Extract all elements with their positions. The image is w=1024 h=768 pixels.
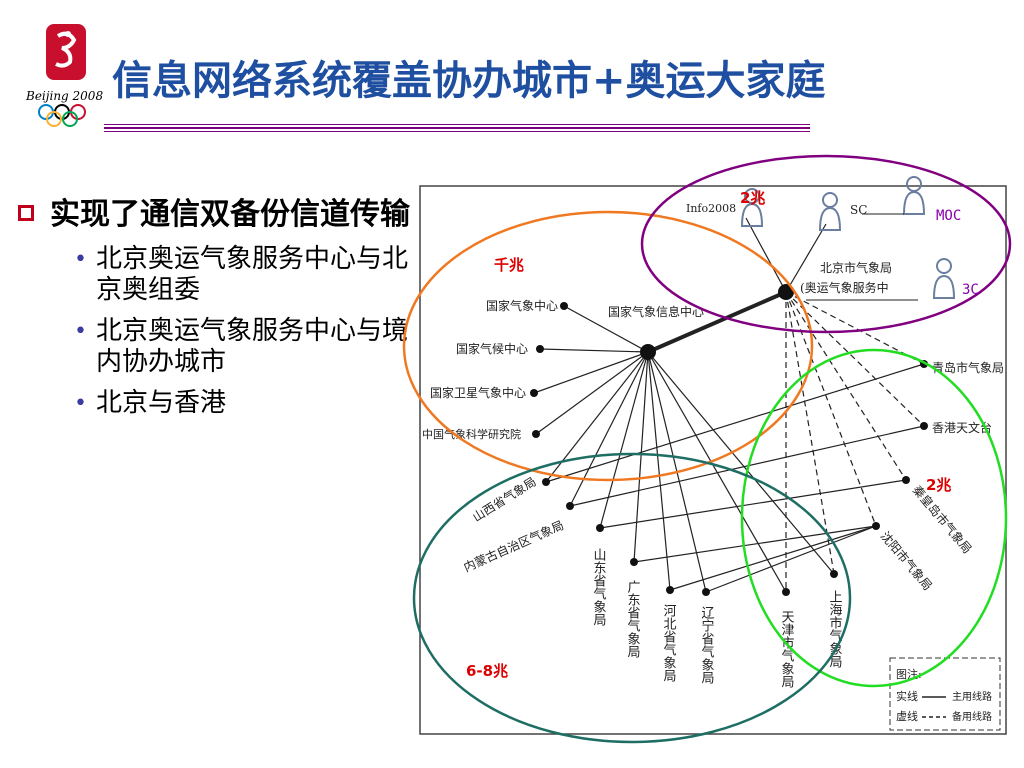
gigabit-coverage-ellipse	[402, 210, 814, 482]
sub-bullet-text: 北京与香港	[96, 388, 227, 418]
network-node	[872, 522, 880, 530]
node-label: 中国气象科学研究院	[422, 427, 521, 441]
node-label: 天津市气象局	[779, 610, 795, 688]
sub-bullet: • 北京与香港	[14, 388, 414, 419]
main-bullet-text: 实现了通信双备份信道传输	[50, 197, 410, 232]
network-node	[830, 570, 838, 578]
node-label: 香港天文台	[932, 420, 992, 435]
network-node	[902, 476, 910, 484]
beijing-label: (奥运气象服务中	[800, 280, 889, 295]
square-bullet-icon	[18, 205, 34, 221]
sub-bullet: • 北京奥运气象服务中心与北京奥组委	[14, 244, 414, 306]
hub-label: 国家气象信息中心	[608, 304, 704, 319]
network-node	[666, 586, 674, 594]
network-node	[702, 588, 710, 596]
top-label: Info2008	[686, 202, 736, 215]
olympic-family-ellipse	[640, 154, 1012, 334]
sub-bullet-text: 北京奥运气象服务中心与境内协办城市	[96, 316, 409, 377]
node-label: 辽宁省气象局	[699, 606, 715, 684]
network-node	[566, 502, 574, 510]
bandwidth-label: 千兆	[494, 256, 524, 274]
title-underline	[104, 124, 810, 132]
sub-bullet-text: 北京奥运气象服务中心与北京奥组委	[96, 244, 409, 305]
network-node	[530, 389, 538, 397]
dot-bullet-icon: •	[74, 391, 87, 416]
beijing-node	[778, 284, 794, 300]
node-label: 青岛市气象局	[932, 360, 1004, 375]
provincial-coverage-ellipse	[412, 452, 852, 744]
olympic-rings-icon	[38, 104, 86, 127]
top-label: SC	[850, 203, 867, 217]
bandwidth-label: 2兆	[926, 476, 951, 494]
moc-label: MOC	[936, 208, 961, 224]
network-node	[782, 588, 790, 596]
node-label: 山东省气象局	[591, 548, 607, 626]
beijing-2008-logo: Beijing 2008	[25, 24, 103, 127]
network-node	[536, 345, 544, 353]
network-node	[630, 558, 638, 566]
user-icon	[902, 176, 926, 215]
dot-bullet-icon: •	[74, 319, 87, 344]
network-node	[542, 478, 550, 486]
node-label: 国家气候中心	[456, 341, 528, 356]
bullet-list: 实现了通信双备份信道传输 • 北京奥运气象服务中心与北京奥组委 • 北京奥运气象…	[14, 196, 414, 419]
network-node	[596, 524, 604, 532]
legend: 图注: 实线 主用线路 虚线 备用线路	[889, 657, 1001, 731]
node-label: 国家卫星气象中心	[430, 385, 526, 400]
sub-bullet: • 北京奥运气象服务中心与境内协办城市	[14, 316, 414, 378]
node-label: 河北省气象局	[661, 604, 677, 682]
network-node	[532, 430, 540, 438]
logo-text: Beijing 2008	[25, 89, 103, 103]
co-host-city-ellipse	[740, 348, 1008, 688]
user-icon	[818, 192, 842, 231]
legend-solid-label: 实线	[896, 689, 918, 703]
node-label: 广东省气象局	[625, 580, 641, 658]
page-title: 信息网络系统覆盖协办城市+奥运大家庭	[112, 58, 826, 104]
legend-dashed-label: 虚线	[896, 709, 918, 723]
user-icon	[932, 258, 956, 299]
network-node	[560, 302, 568, 310]
node-label: 国家气象中心	[486, 298, 558, 313]
network-node	[920, 422, 928, 430]
legend-dashed-desc: 备用线路	[952, 710, 992, 723]
main-bullet: 实现了通信双备份信道传输	[14, 196, 414, 234]
beijing-label: 北京市气象局	[820, 260, 892, 275]
3c-label: 3C	[962, 282, 979, 298]
bandwidth-label: 2兆	[740, 189, 765, 207]
user-icon	[740, 188, 764, 227]
legend-solid-desc: 主用线路	[952, 690, 992, 703]
dot-bullet-icon: •	[74, 247, 87, 272]
node-label: 上海市气象局	[827, 590, 843, 668]
hub-node	[640, 344, 656, 360]
bandwidth-label: 6-8兆	[466, 662, 508, 680]
